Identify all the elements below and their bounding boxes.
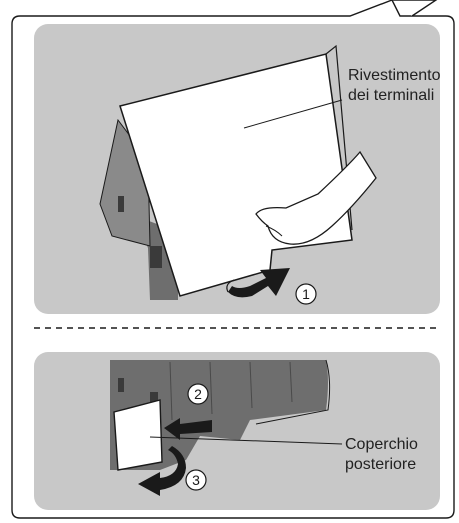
leader-line-terminal	[243, 99, 343, 129]
step-1-marker	[295, 283, 317, 305]
tv-back	[110, 360, 328, 470]
hand	[255, 150, 377, 245]
arrow-step-3	[138, 446, 186, 496]
terminal-cover-label: Rivestimento dei terminali	[348, 66, 440, 106]
step-3-marker	[185, 469, 207, 491]
terminal-cover-label-line1: Rivestimento	[348, 67, 441, 84]
step-1-number: 1	[302, 286, 310, 302]
rear-cover-label: Coperchio posteriore	[345, 435, 418, 475]
step-2-number: 2	[194, 386, 202, 402]
arrow-step-2	[164, 418, 212, 440]
rear-cover	[113, 399, 163, 471]
arrow-step-1	[228, 268, 290, 298]
rear-cover-label-line1: Coperchio	[345, 436, 418, 453]
bottom-panel	[34, 352, 440, 510]
rear-cover-label-line2: posteriore	[345, 456, 417, 473]
top-panel	[34, 24, 440, 314]
step-3-number: 3	[192, 472, 200, 488]
step-2-marker	[187, 383, 209, 405]
leader-line-rear	[149, 436, 343, 445]
terminal-cover-label-line2: dei terminali	[348, 87, 435, 104]
